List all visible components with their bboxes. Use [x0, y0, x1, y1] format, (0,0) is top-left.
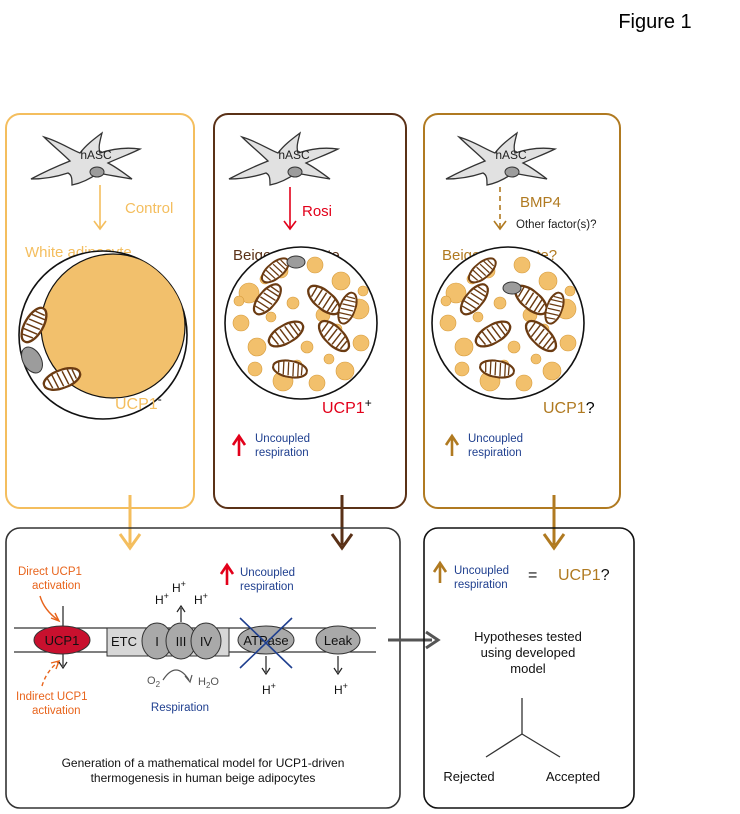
beige-adipocyte-icon: [224, 246, 378, 400]
ucp1-label: UCP1: [45, 633, 80, 648]
lipid-droplet: [515, 374, 533, 392]
lipid-droplet: [352, 334, 370, 352]
lipid-droplet: [513, 256, 531, 274]
ucp1-protein: [33, 625, 91, 655]
lipid-droplet: [454, 361, 470, 377]
lipid-droplet: [286, 296, 300, 310]
complex-1-label: I: [155, 634, 159, 649]
uncoupled-respiration-label: Uncoupled: [468, 433, 523, 445]
panel-rosi: hASC Rosi Beige adipocyte UCP1+ Uncouple…: [213, 113, 407, 551]
lipid-droplet: [247, 337, 267, 357]
uncoupled-respiration-label: Uncoupled: [255, 433, 310, 445]
leak-label: Leak: [324, 633, 353, 648]
complex-3-label: III: [176, 634, 187, 649]
indirect-activation-label: activation: [32, 705, 81, 717]
complex-4: [190, 622, 222, 660]
figure-label: Figure 1: [618, 11, 691, 33]
other-factors-label: Other factor(s)?: [516, 219, 597, 231]
lipid-droplet: [439, 314, 457, 332]
hypothesis-text: using developed: [481, 645, 576, 660]
lipid-droplet: [542, 361, 562, 381]
uncoupled-respiration-label: respiration: [240, 581, 294, 593]
proton-label: H+: [334, 681, 348, 697]
rejected-label: Rejected: [443, 769, 494, 784]
hypothesis-panel: Uncoupled respiration = UCP1? Hypotheses…: [423, 527, 635, 809]
lipid-droplet: [530, 353, 542, 365]
equals-sign: =: [528, 567, 537, 584]
respiration-label: Respiration: [151, 702, 209, 714]
lipid-droplet: [331, 271, 351, 291]
etc-label: ETC: [111, 634, 137, 649]
ucp1-status: UCP1-: [115, 392, 162, 413]
lipid-droplet: [507, 340, 521, 354]
lipid-droplet: [445, 282, 467, 304]
hasc-label: hASC: [278, 148, 310, 162]
leak-protein: [315, 625, 361, 655]
lipid-droplet: [538, 271, 558, 291]
accepted-label: Accepted: [546, 769, 600, 784]
model-caption: thermogenesis in human beige adipocytes: [91, 771, 316, 785]
lipid-droplet: [238, 282, 260, 304]
proton-label: H+: [155, 591, 169, 607]
lipid-droplet: [323, 353, 335, 365]
lipid-droplet: [308, 374, 326, 392]
proton-label: H+: [172, 579, 186, 595]
water-label: H2O: [198, 676, 219, 690]
lipid-droplet: [493, 296, 507, 310]
hasc-label: hASC: [80, 148, 112, 162]
lipid-droplet: [335, 361, 355, 381]
lipid-droplet: [300, 340, 314, 354]
ucp1-status: UCP1+: [322, 396, 372, 417]
lipid-droplet: [306, 256, 324, 274]
hasc-label: hASC: [495, 148, 527, 162]
lipid-droplet: [247, 361, 263, 377]
lipid-droplet: [454, 337, 474, 357]
panel-bmp4: hASC BMP4 Other factor(s)? Beige adipocy…: [423, 113, 621, 551]
lipid-droplet: [233, 295, 245, 307]
beige-adipocyte-icon: [431, 246, 585, 400]
hypothesis-text: Hypotheses tested: [474, 629, 582, 644]
treatment-label: Rosi: [302, 203, 332, 220]
white-adipocyte-icon: [15, 250, 188, 420]
atpase-label: ATPase: [243, 633, 288, 648]
lipid-droplet: [357, 285, 369, 297]
model-caption: Generation of a mathematical model for U…: [62, 756, 345, 770]
panel-control: hASC Control White adipocyte UCP1-: [5, 113, 195, 551]
atpase-protein: [237, 625, 295, 655]
proton-label: H+: [262, 681, 276, 697]
uncoupled-respiration-label: Uncoupled: [240, 567, 295, 579]
treatment-label: BMP4: [520, 194, 561, 211]
indirect-activation-label: Indirect UCP1: [16, 691, 88, 703]
uncoupled-respiration-label: respiration: [454, 579, 508, 591]
ucp1-status: UCP1?: [543, 400, 595, 417]
lipid-droplet: [265, 311, 277, 323]
complex-4-label: IV: [200, 634, 213, 649]
lipid-droplet: [564, 285, 576, 297]
uncoupled-respiration-label: respiration: [468, 447, 522, 459]
uncoupled-respiration-label: Uncoupled: [454, 565, 509, 577]
lipid-droplet: [440, 295, 452, 307]
lipid-droplet: [559, 334, 577, 352]
oxygen-label: O2: [147, 675, 161, 689]
direct-activation-label: Direct UCP1: [18, 566, 82, 578]
treatment-label: Control: [125, 200, 173, 217]
proton-label: H+: [194, 591, 208, 607]
model-panel: Direct UCP1 activation Indirect UCP1 act…: [5, 527, 401, 809]
lipid-droplet: [472, 311, 484, 323]
lipid-droplet: [232, 314, 250, 332]
ucp1-question: UCP1?: [558, 567, 610, 584]
uncoupled-respiration-label: respiration: [255, 447, 309, 459]
direct-activation-label: activation: [32, 580, 81, 592]
hypothesis-text: model: [510, 661, 546, 676]
